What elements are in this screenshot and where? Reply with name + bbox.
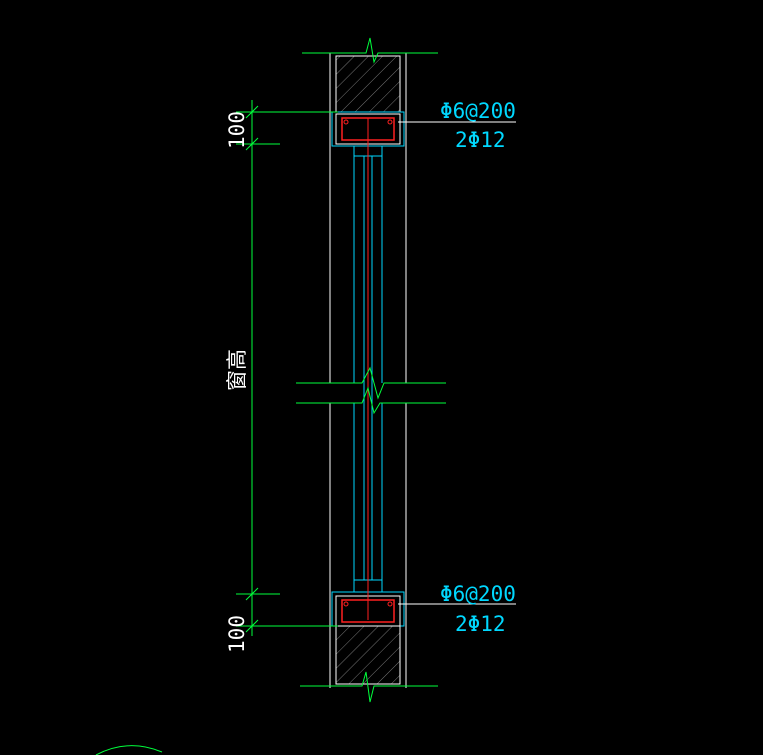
partial-arc [95,745,163,755]
dim-top-lintel: 100 [225,111,249,149]
top-rebar-dot-2 [387,119,393,125]
bottom-bars-label: 2Φ12 [455,612,506,636]
break-lines [296,37,446,703]
middle-break-line-top [296,366,446,400]
middle-break-line-bottom [296,386,446,415]
dim-bottom-sill: 100 [225,615,249,653]
bottom-break-line [300,671,438,703]
bottom-rebar-dot-1 [343,601,349,607]
bottom-wall-block [335,625,401,685]
wall-outline [329,53,407,688]
top-wall-block [331,55,405,147]
tick-2 [245,137,259,151]
tick-3 [245,587,259,601]
dim-window-height: 窗高 [225,349,249,391]
top-rebar-dot-1 [343,119,349,125]
top-break-line [302,37,438,64]
top-bars-label: 2Φ12 [455,128,506,152]
bottom-stirrup-label: Φ6@200 [440,582,516,606]
tick-1 [245,105,259,119]
tick-4 [245,619,259,633]
top-stirrup-label: Φ6@200 [440,99,516,123]
bottom-rebar-dot-2 [387,601,393,607]
dimension-lines [236,100,338,636]
leaders [398,121,516,605]
